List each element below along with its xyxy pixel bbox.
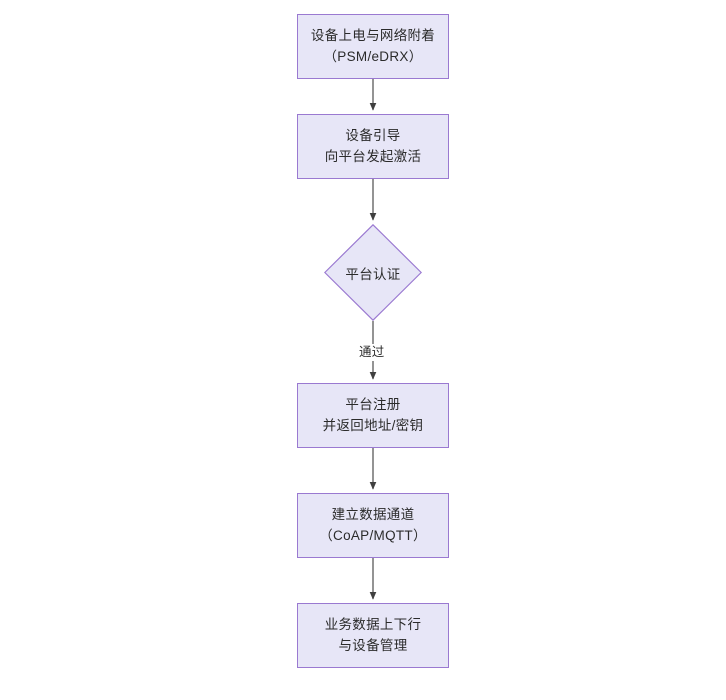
node-bootstrap-line-1: 设备引导 — [345, 127, 401, 143]
node-data-channel-line-1: 建立数据通道 — [331, 506, 415, 522]
edge-label-pass: 通过 — [357, 344, 387, 361]
node-platform-register[interactable]: 平台注册 并返回地址/密钥 — [297, 383, 449, 448]
node-bootstrap-line-2: 向平台发起激活 — [324, 148, 422, 164]
node-bootstrap[interactable]: 设备引导 向平台发起激活 — [297, 114, 449, 179]
node-platform-auth-label-wrap: 平台认证 — [324, 224, 422, 321]
node-platform-auth-label: 平台认证 — [345, 266, 401, 282]
node-platform-register-line-2: 并返回地址/密钥 — [322, 417, 424, 433]
node-platform-auth[interactable]: 平台认证 — [324, 224, 422, 321]
node-power-on[interactable]: 设备上电与网络附着 （PSM/eDRX） — [297, 14, 449, 79]
node-service-data[interactable]: 业务数据上下行 与设备管理 — [297, 603, 449, 668]
edge-label-pass-text: 通过 — [359, 345, 385, 359]
node-service-data-line-2: 与设备管理 — [338, 637, 408, 653]
node-power-on-line-2: （PSM/eDRX） — [323, 48, 423, 64]
node-data-channel[interactable]: 建立数据通道 （CoAP/MQTT） — [297, 493, 449, 558]
node-power-on-line-1: 设备上电与网络附着 — [310, 27, 436, 43]
node-data-channel-line-2: （CoAP/MQTT） — [319, 527, 427, 543]
node-service-data-line-1: 业务数据上下行 — [324, 616, 422, 632]
node-platform-register-line-1: 平台注册 — [345, 396, 401, 412]
diamond-shape — [324, 224, 422, 321]
